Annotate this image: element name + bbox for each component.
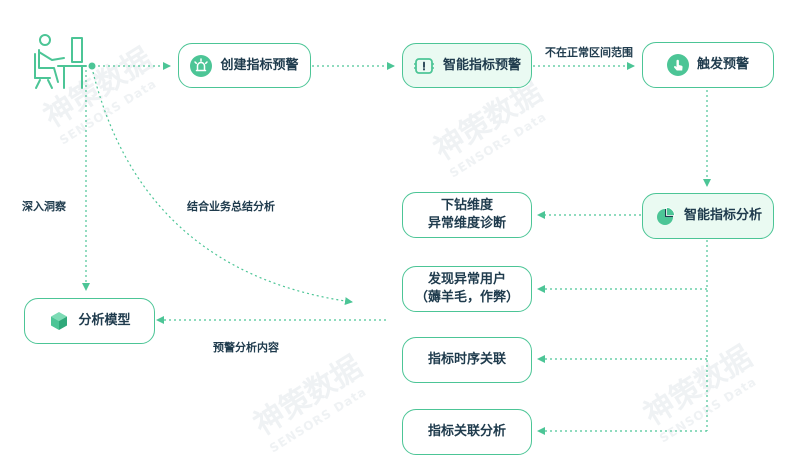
- edge-combine-curve: [92, 71, 353, 305]
- cube-icon: [48, 310, 70, 332]
- smart-analysis-node[interactable]: 智能指标分析: [642, 193, 774, 239]
- edge-label-combine: 结合业务总结分析: [187, 200, 275, 213]
- analysis-model-node[interactable]: 分析模型: [24, 298, 155, 344]
- alarm-light-icon: [190, 54, 213, 77]
- trigger-alert-node[interactable]: 触发预警: [642, 42, 774, 88]
- metric-correlation-node[interactable]: 指标关联分析: [402, 409, 532, 455]
- smart-alert-node[interactable]: 智能指标预警: [402, 43, 532, 88]
- tap-hand-icon: [666, 54, 689, 76]
- edge-label-deep-insight: 深入洞察: [22, 200, 66, 213]
- create-alert-node[interactable]: 创建指标预警: [178, 43, 311, 88]
- edge-label-not-normal: 不在正常区间范围: [545, 46, 633, 59]
- abnormal-users-node[interactable]: 发现异常用户 （薅羊毛，作弊）: [402, 266, 532, 312]
- alert-chip-icon: [413, 55, 435, 77]
- user-at-desk-icon: [30, 30, 88, 92]
- edge-label-warn-analysis: 预警分析内容: [213, 341, 279, 354]
- pie-chart-icon: [654, 205, 676, 227]
- start-dot: [88, 62, 96, 70]
- timing-correlation-node[interactable]: 指标时序关联: [402, 337, 532, 383]
- drill-dimension-node[interactable]: 下钻维度 异常维度诊断: [402, 192, 532, 238]
